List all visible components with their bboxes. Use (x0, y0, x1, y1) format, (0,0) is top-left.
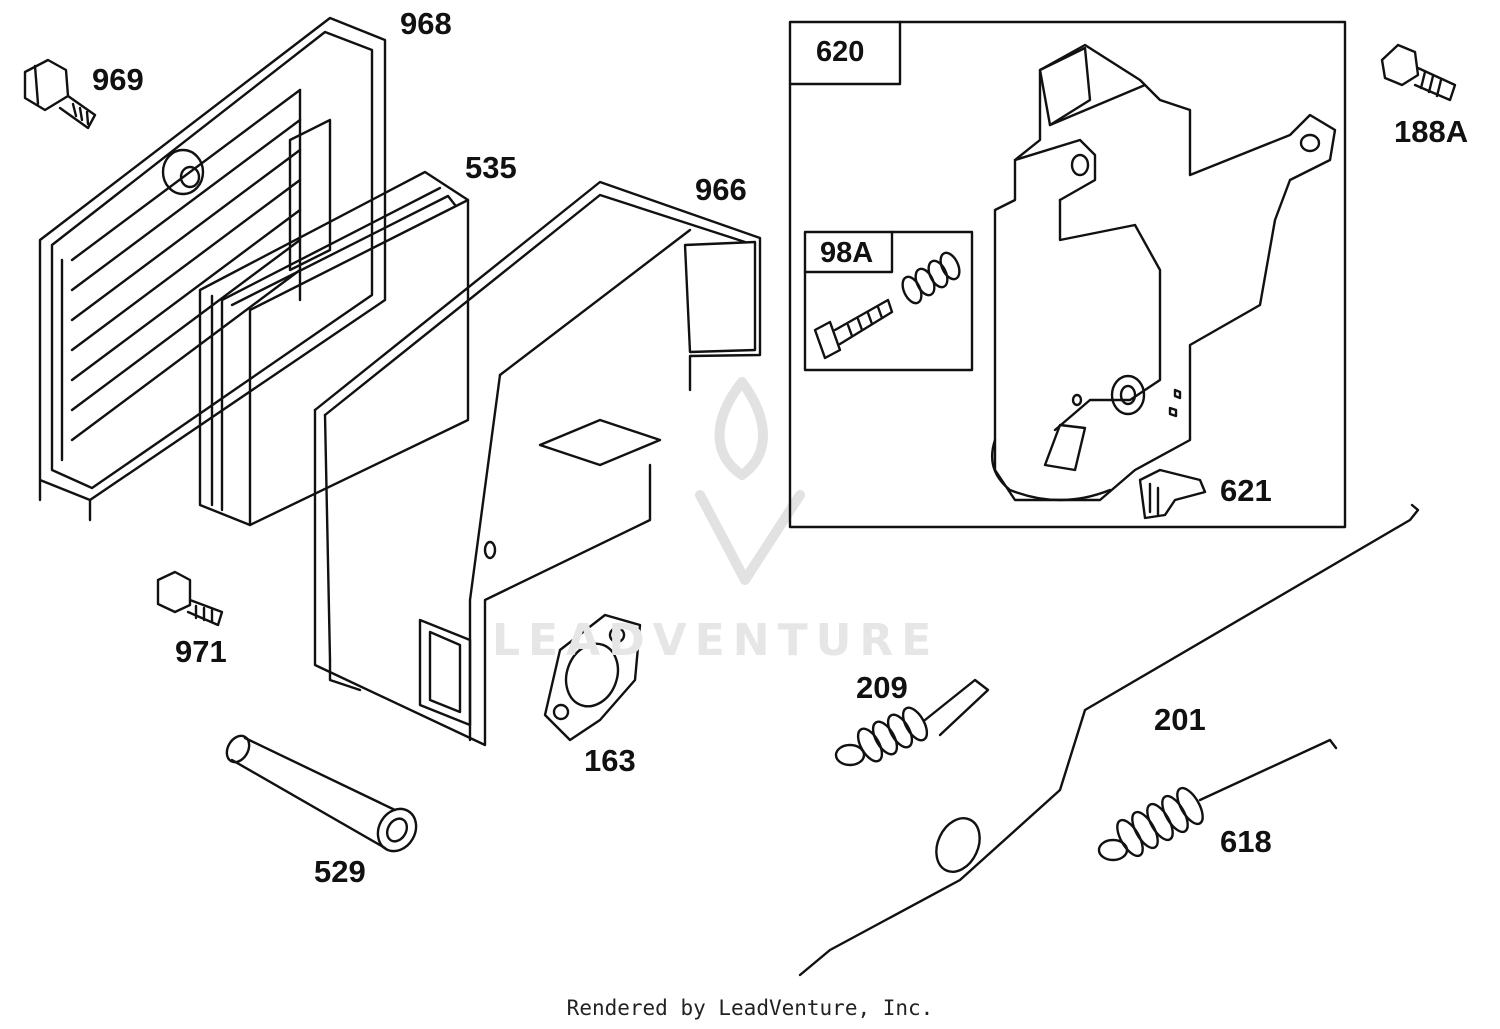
part-label-620: 620 (816, 36, 865, 68)
watermark-emblem (695, 377, 805, 585)
spring-209-part (834, 678, 990, 767)
part-label-188a: 188A (1394, 114, 1469, 149)
governor-bracket-assembly-box (788, 20, 1347, 529)
gasket-163-part (543, 613, 642, 742)
governor-control-bracket-part (990, 43, 1337, 502)
part-label-209: 209 (856, 670, 908, 705)
part-label-535: 535 (465, 150, 517, 185)
air-cleaner-base-part (38, 16, 387, 522)
screw-969-part (23, 58, 97, 130)
tube-529-part (225, 734, 418, 853)
clip-621-part (1138, 468, 1207, 520)
air-filter-element-part (198, 170, 470, 527)
part-label-621: 621 (1220, 473, 1272, 508)
screw-188a-part (1380, 43, 1457, 102)
part-label-163: 163 (584, 743, 636, 778)
part-label-98a: 98A (820, 237, 874, 269)
spring-618-part (1097, 738, 1338, 862)
air-cleaner-cover-part (313, 180, 762, 747)
part-label-529: 529 (314, 854, 366, 889)
footer-credit: Rendered by LeadVenture, Inc. (566, 996, 934, 1020)
spring-screw-kit-box (803, 230, 974, 372)
part-label-971: 971 (175, 634, 227, 669)
part-label-968: 968 (400, 6, 452, 41)
part-label-966: 966 (695, 172, 747, 207)
compression-spring-part (901, 251, 961, 305)
adjust-screw-part (813, 298, 894, 360)
part-label-618: 618 (1220, 824, 1272, 859)
part-label-969: 969 (92, 62, 144, 97)
screw-971-part (156, 570, 224, 627)
part-label-201: 201 (1154, 702, 1206, 737)
watermark-text: LEADVENTURE (492, 615, 940, 666)
governor-rod-201-part (798, 503, 1420, 977)
